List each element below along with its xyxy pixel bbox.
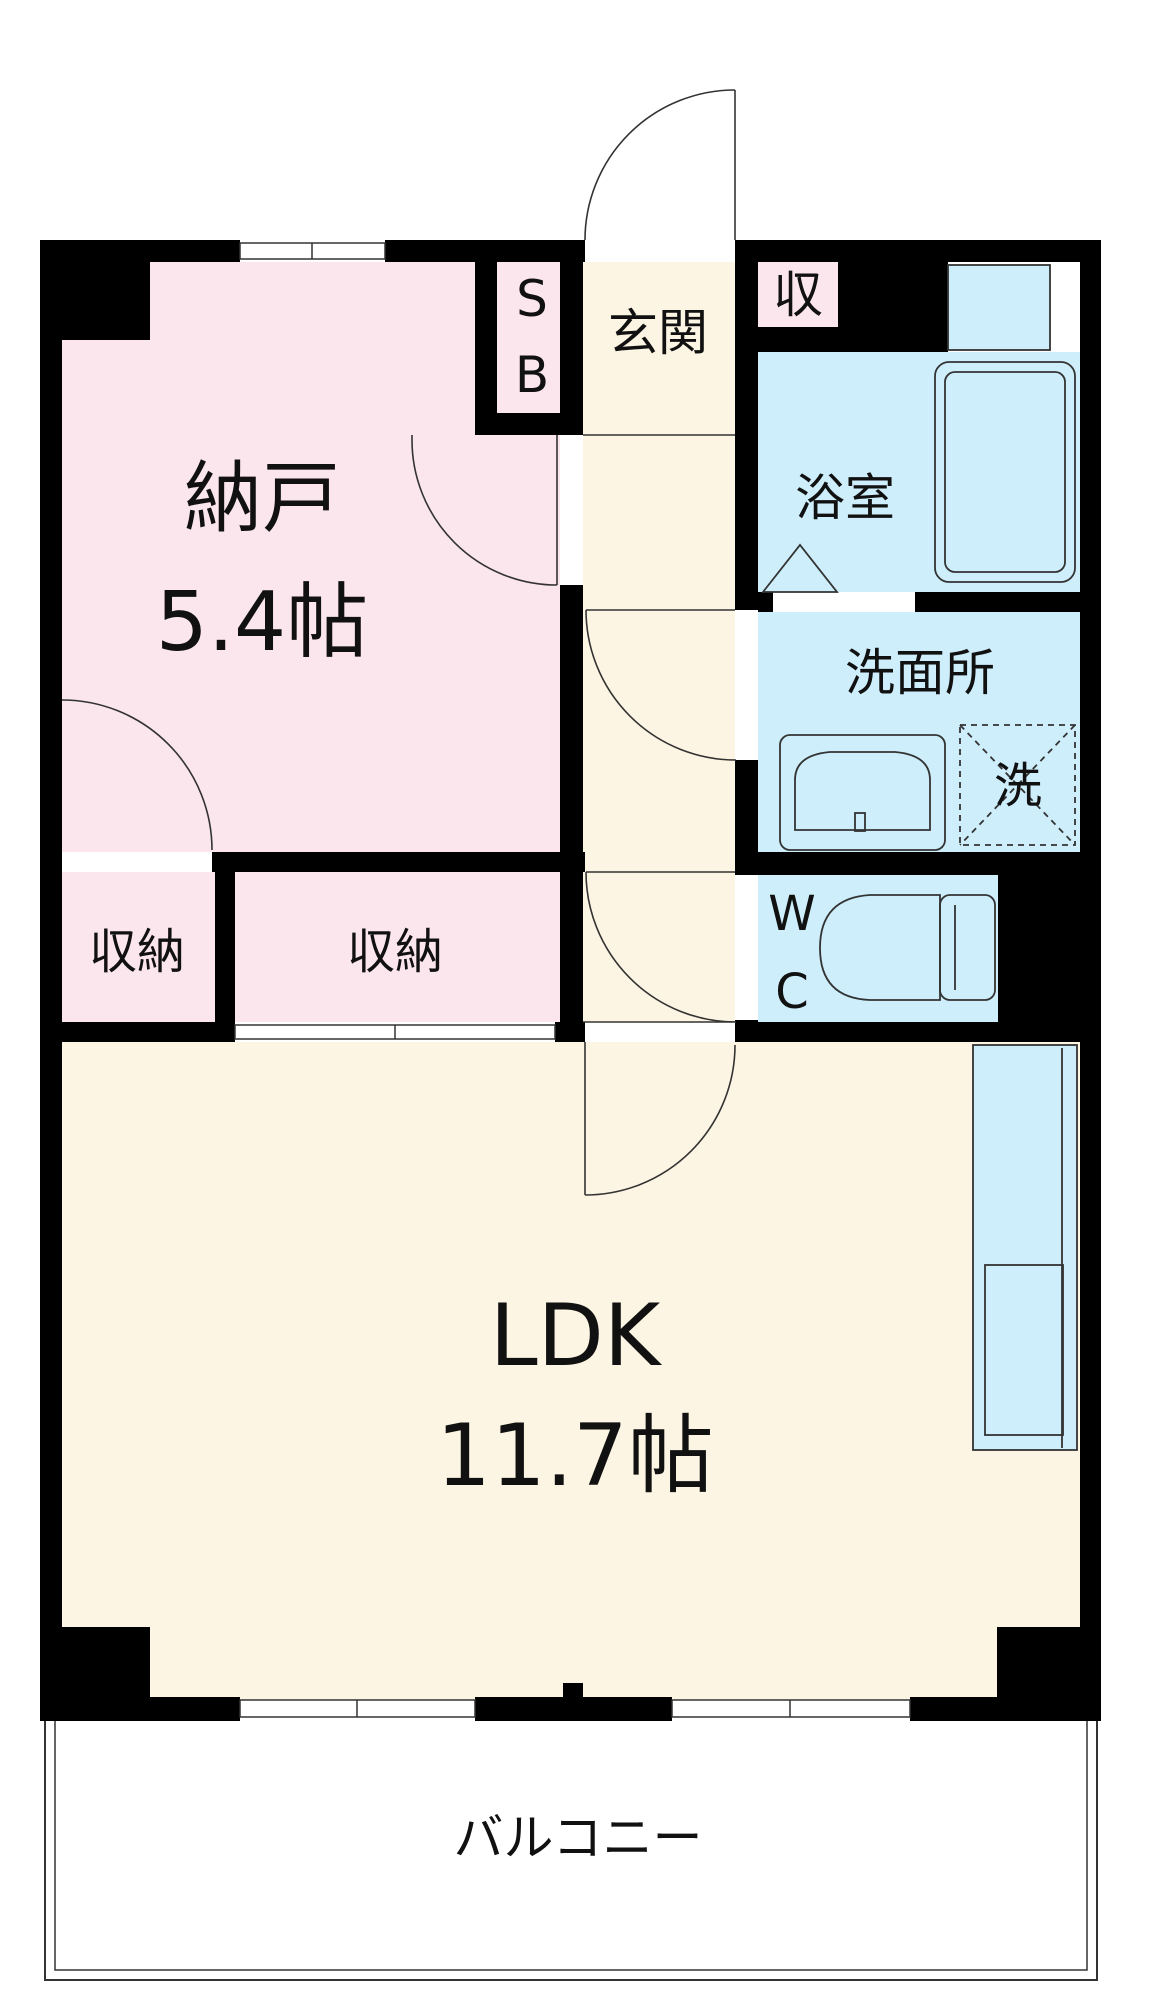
shu-label-bg <box>760 264 836 325</box>
ldk-area: 11.7帖 <box>436 1406 713 1506</box>
wall-storage-bottom-right <box>555 1022 585 1042</box>
balcony-railing-inner <box>54 1721 1088 1971</box>
column-bottom-center <box>563 1683 583 1717</box>
wall-sb-left <box>475 240 497 435</box>
ldk-room <box>60 1042 1080 1717</box>
bathroom-room <box>758 352 1080 592</box>
ldk-door <box>584 1022 736 1196</box>
wc-label-w: W <box>768 886 815 942</box>
wall-hall-right-upper <box>735 240 758 610</box>
nando-door <box>411 435 558 586</box>
wall-shu-bottom <box>758 327 938 352</box>
senmenjo-room <box>758 612 1080 852</box>
bathtub-inner <box>944 371 1066 573</box>
wall-wc-bottom <box>735 1022 1101 1042</box>
wall-bath-bottom-left <box>758 592 773 612</box>
labels: 納戸 5.4帖 LDK 11.7帖 S B 玄関 収 浴室 洗面所 洗 W C … <box>89 266 1042 1867</box>
bathtub <box>934 361 1076 583</box>
window-ldk-right <box>671 1699 911 1718</box>
storage-left-door <box>61 699 213 872</box>
doors <box>61 89 737 1196</box>
washbasin <box>779 734 946 851</box>
window-storage <box>234 1024 556 1040</box>
column-top-left <box>40 240 150 340</box>
ldk-name: LDK <box>490 1286 663 1386</box>
balcony-railing <box>44 1721 1098 1981</box>
genkan-label: 玄関 <box>608 304 708 362</box>
sb-room <box>497 262 560 410</box>
sentakuki-label: 洗 <box>994 758 1042 814</box>
wall-storage-divider <box>215 852 235 1042</box>
wc-label-c: C <box>775 964 809 1020</box>
sb-label-s: S <box>516 270 548 328</box>
hall-door-lower <box>585 871 737 1023</box>
shuno-left-label: 収納 <box>89 924 185 980</box>
kitchen-counter <box>972 1044 1078 1451</box>
balcony <box>44 1721 1098 1981</box>
sb-label-b: B <box>515 346 549 404</box>
window-nando <box>239 242 386 260</box>
column-bottom-left <box>40 1627 150 1721</box>
shuno-left-room <box>60 872 215 1022</box>
senmenjo-label: 洗面所 <box>845 644 995 702</box>
balcony-label: バルコニー <box>454 1809 703 1867</box>
wall-hall-right-mid <box>735 760 758 875</box>
yokushitsu-label: 浴室 <box>795 469 895 527</box>
shower-triangle <box>761 543 839 593</box>
wall-top-right <box>735 240 1101 262</box>
shu-label: 収 <box>773 266 823 324</box>
wall-hall-left-upper <box>560 240 583 435</box>
wall-sb-bottom <box>475 413 560 435</box>
shuno-center-label: 収納 <box>347 924 443 980</box>
hall-door-upper <box>585 609 737 761</box>
column-bottom-right <box>997 1627 1101 1721</box>
shuno-center-room <box>235 872 560 1022</box>
nando-name: 納戸 <box>184 454 340 544</box>
window-ldk-left <box>239 1699 476 1718</box>
room-fills <box>60 262 1080 1717</box>
fixtures <box>761 264 1078 1451</box>
toilet <box>819 894 996 1001</box>
wall-hall-left-lower <box>560 585 583 1042</box>
nando-area: 5.4帖 <box>156 575 368 670</box>
wall-left <box>40 240 62 1717</box>
wall-storage-bottom-left <box>40 1022 235 1042</box>
genkan-hall <box>583 262 735 1042</box>
wall-wc-right <box>998 852 1101 1042</box>
windows <box>234 242 911 1718</box>
water-heater <box>947 264 1051 351</box>
entrance-door <box>584 89 736 262</box>
wall-bath-bottom <box>915 592 1080 612</box>
washing-machine-place <box>959 724 1076 846</box>
